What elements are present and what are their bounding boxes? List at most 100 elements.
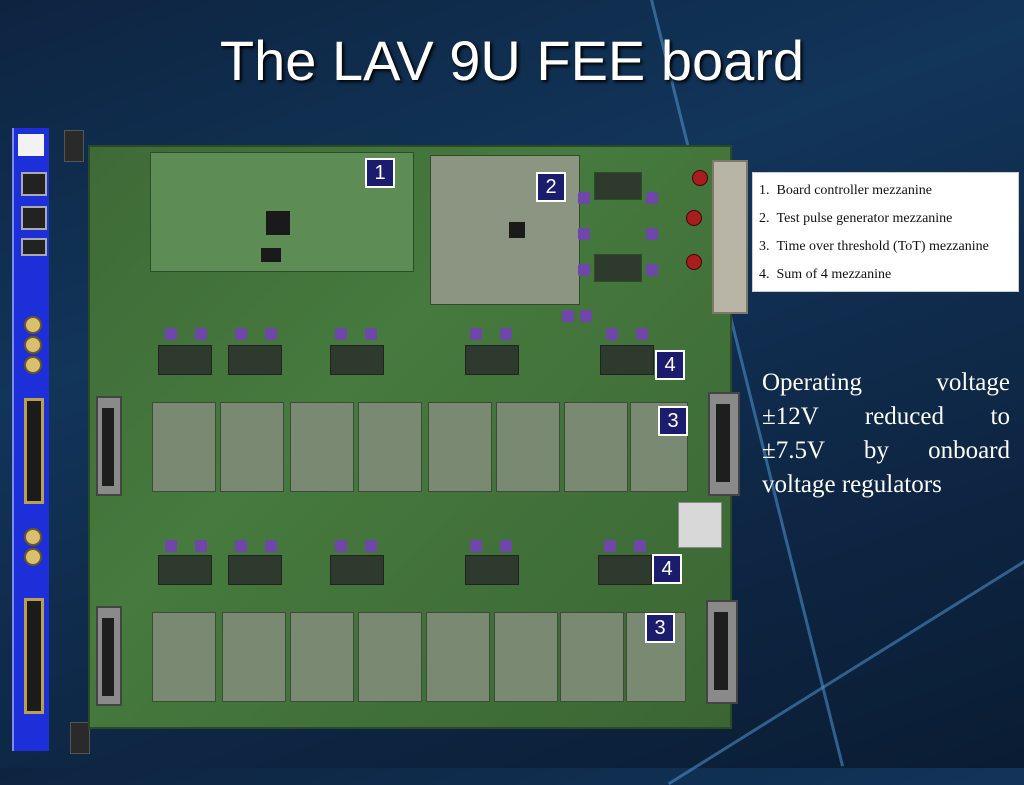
capacitor bbox=[646, 264, 658, 276]
connector-slot bbox=[102, 618, 114, 696]
tot-mezzanine bbox=[560, 612, 624, 702]
badge-tot: 3 bbox=[658, 406, 688, 436]
tot-mezzanine bbox=[564, 402, 628, 492]
tot-mezzanine bbox=[290, 612, 354, 702]
voltage-caption: Operating voltage ±12V reduced to ±7.5V … bbox=[762, 366, 1010, 502]
legend-label: Sum of 4 mezzanine bbox=[776, 267, 892, 282]
capacitor bbox=[265, 540, 277, 552]
legend-item: 2. Test pulse generator mezzanine bbox=[759, 205, 1012, 233]
capacitor bbox=[470, 540, 482, 552]
front-panel bbox=[12, 128, 49, 751]
sum-mezzanine bbox=[330, 345, 384, 375]
legend-label: Time over threshold (ToT) mezzanine bbox=[776, 239, 989, 254]
slide-title: The LAV 9U FEE board bbox=[219, 29, 805, 92]
capacitor bbox=[470, 328, 482, 340]
tot-mezzanine bbox=[428, 402, 492, 492]
trimmer-knob bbox=[686, 210, 702, 226]
caption-line: Operating voltage bbox=[762, 369, 1010, 396]
legend-box: 1. Board controller mezzanine 2. Test pu… bbox=[752, 172, 1019, 292]
caption-line: ±12V reduced to bbox=[762, 403, 1010, 430]
capacitor bbox=[335, 328, 347, 340]
tot-mezzanine bbox=[222, 612, 286, 702]
legend-item: 3. Time over threshold (ToT) mezzanine bbox=[759, 233, 1012, 261]
test-pulse-aux-board bbox=[594, 254, 642, 282]
usb-port bbox=[21, 238, 47, 256]
capacitor bbox=[636, 328, 648, 340]
capacitor bbox=[634, 540, 646, 552]
caption-line: ±7.5V by onboard bbox=[762, 437, 1010, 464]
capacitor bbox=[500, 540, 512, 552]
capacitor bbox=[335, 540, 347, 552]
lemo-connector bbox=[24, 356, 42, 374]
tot-mezzanine bbox=[152, 402, 216, 492]
sum-mezzanine bbox=[158, 555, 212, 585]
badge-board-controller: 1 bbox=[365, 158, 395, 188]
capacitor bbox=[265, 328, 277, 340]
chip bbox=[266, 211, 290, 235]
tot-mezzanine bbox=[358, 402, 422, 492]
capacitor bbox=[578, 264, 590, 276]
capacitor bbox=[235, 328, 247, 340]
ethernet-port bbox=[21, 172, 47, 196]
caption-line: voltage regulators bbox=[762, 471, 942, 498]
ejector-handle bbox=[64, 130, 84, 162]
chip bbox=[509, 222, 525, 238]
capacitor bbox=[578, 228, 590, 240]
capacitor bbox=[165, 540, 177, 552]
tot-mezzanine bbox=[494, 612, 558, 702]
sum-mezzanine bbox=[465, 555, 519, 585]
tot-mezzanine bbox=[290, 402, 354, 492]
capacitor bbox=[500, 328, 512, 340]
capacitor bbox=[365, 540, 377, 552]
trimmer-knob bbox=[686, 254, 702, 270]
ribbon-connector bbox=[96, 606, 122, 706]
dsub-connector bbox=[708, 392, 740, 496]
sum-mezzanine bbox=[465, 345, 519, 375]
connector-slot bbox=[102, 408, 114, 486]
sum-mezzanine bbox=[598, 555, 652, 585]
capacitor bbox=[235, 540, 247, 552]
capacitor bbox=[606, 328, 618, 340]
sum-mezzanine bbox=[330, 555, 384, 585]
ribbon-connector bbox=[96, 396, 122, 496]
capacitor bbox=[195, 540, 207, 552]
chip bbox=[261, 248, 281, 262]
legend-number: 3. bbox=[759, 239, 770, 254]
capacitor bbox=[365, 328, 377, 340]
capacitor bbox=[578, 192, 590, 204]
dsub-connector bbox=[706, 600, 738, 704]
front-dsub-connector bbox=[24, 598, 44, 714]
badge-sum-of-4: 4 bbox=[655, 350, 685, 380]
capacitor bbox=[604, 540, 616, 552]
capacitor bbox=[562, 310, 574, 322]
legend-item: 4. Sum of 4 mezzanine bbox=[759, 261, 1012, 289]
connector-slot bbox=[714, 612, 728, 690]
backplane-connector bbox=[712, 160, 748, 314]
sum-mezzanine bbox=[228, 345, 282, 375]
lemo-connector bbox=[24, 528, 42, 546]
tot-mezzanine bbox=[358, 612, 422, 702]
badge-sum-of-4: 4 bbox=[652, 554, 682, 584]
capacitor bbox=[195, 328, 207, 340]
test-pulse-aux-board bbox=[594, 172, 642, 200]
lemo-connector bbox=[24, 548, 42, 566]
capacitor bbox=[646, 192, 658, 204]
connector-slot bbox=[716, 404, 730, 482]
trimmer-knob bbox=[692, 170, 708, 186]
heatsink bbox=[678, 502, 722, 548]
tot-mezzanine bbox=[426, 612, 490, 702]
legend-number: 2. bbox=[759, 211, 770, 226]
lemo-connector bbox=[24, 316, 42, 334]
badge-test-pulse: 2 bbox=[536, 172, 566, 202]
legend-item: 1. Board controller mezzanine bbox=[759, 177, 1012, 205]
capacitor bbox=[646, 228, 658, 240]
tot-mezzanine bbox=[496, 402, 560, 492]
sum-mezzanine bbox=[600, 345, 654, 375]
badge-tot: 3 bbox=[645, 613, 675, 643]
sum-mezzanine bbox=[228, 555, 282, 585]
legend-number: 4. bbox=[759, 267, 770, 282]
capacitor bbox=[580, 310, 592, 322]
front-dsub-connector bbox=[24, 398, 44, 504]
ethernet-port bbox=[21, 206, 47, 230]
legend-number: 1. bbox=[759, 183, 770, 198]
